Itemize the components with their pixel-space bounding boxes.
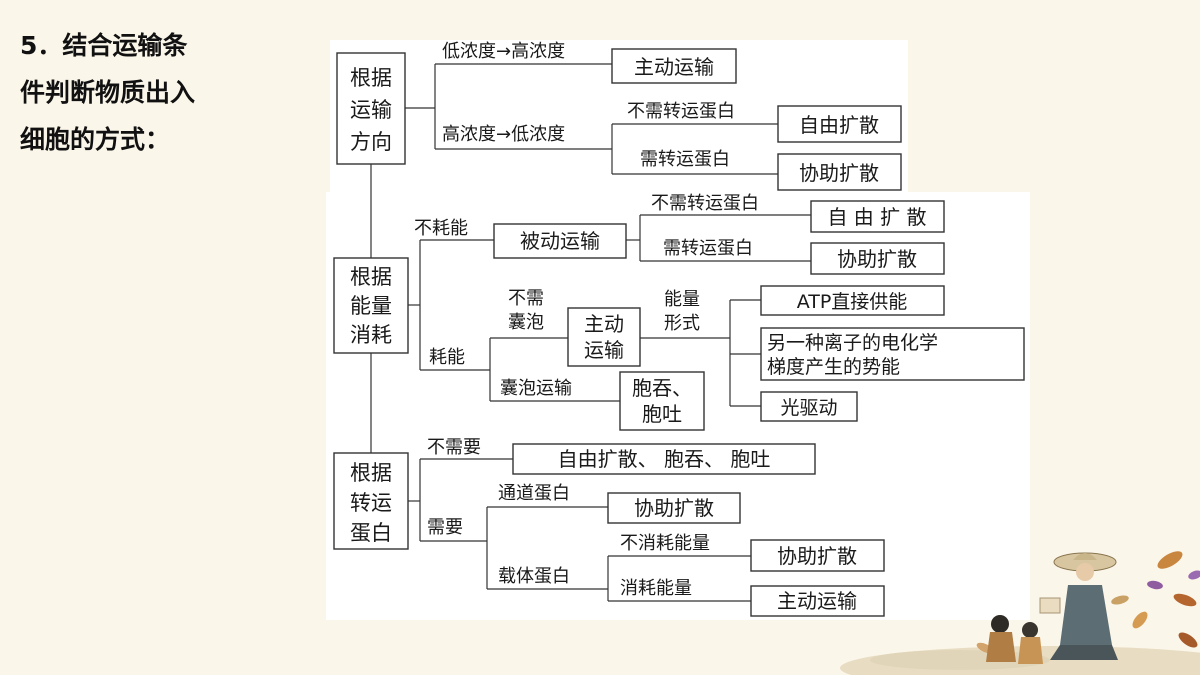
channel-result-box [607,492,741,524]
protein-root-line2: 转运 [350,491,392,515]
atp-box [760,285,945,316]
light-label: 光驱动 [780,397,837,419]
energy-form-line2: 形式 [664,313,700,334]
direction-root-box [336,52,406,165]
endo-exo-line2: 胞吐 [642,402,682,426]
carrier-energy-result-box [750,585,885,617]
children-figures-decoration [986,615,1043,664]
direction-active-box [611,48,737,84]
no-vesicle-line1: 不需 [508,288,544,309]
title-line-1: 5．结合运输条 [20,31,188,60]
protein-root-box [333,452,409,550]
sitting-figure-decoration [1039,552,1118,660]
protein-root-line3: 蛋白 [350,521,392,545]
no-energy-label: 不耗能 [414,218,468,239]
energy-facilitated-label: 协助扩散 [837,247,917,271]
carrier-no-energy-result-label: 协助扩散 [777,544,857,568]
energy-active-line1: 主动 [584,312,624,336]
energy-root-line3: 消耗 [350,323,392,347]
endo-exo-line1: 胞吞、 [632,376,692,400]
energy-root-box [333,257,409,354]
energy-form-line1: 能量 [664,289,700,310]
energy-root-line2: 能量 [350,294,392,318]
light-box [760,391,858,422]
title-line-2: 件判断物质出入 [20,78,196,107]
energy-facilitated-box [810,242,945,275]
uses-energy-label: 耗能 [429,347,465,368]
channel-label: 通道蛋白 [498,483,570,504]
protein-root-line1: 根据 [350,461,392,485]
direction-no-protein-label: 不需转运蛋白 [627,101,735,122]
no-protein-result-box [512,443,816,475]
carrier-energy-label: 消耗能量 [620,578,692,599]
slide-title: 5．结合运输条 件判断物质出入 细胞的方式： [20,22,250,163]
carrier-no-energy-label: 不消耗能量 [620,533,710,554]
passive-transport-label: 被动运输 [520,229,600,253]
energy-free-diffusion-box [810,200,945,233]
ion-gradient-line2: 梯度产生的势能 [767,356,900,378]
endo-exo-box [619,371,705,431]
energy-free-diffusion-label: 自 由 扩 散 [827,205,926,229]
direction-facilitated-label: 协助扩散 [799,161,879,185]
passive-transport-box [493,223,627,259]
needed-label: 需要 [427,517,463,538]
direction-root-line3: 方向 [350,130,392,154]
direction-root-line1: 根据 [350,66,392,90]
energy-active-line2: 运输 [584,338,624,362]
vesicle-label: 囊泡运输 [500,378,572,399]
low-to-high-label: 低浓度→高浓度 [442,41,565,62]
direction-facilitated-box [777,153,902,191]
energy-need-protein-label: 需转运蛋白 [663,238,753,259]
carrier-no-energy-result-box [750,539,885,572]
energy-root-line1: 根据 [350,265,392,289]
energy-active-box [567,307,641,367]
energy-no-protein-label: 不需转运蛋白 [651,193,759,214]
ion-gradient-line1: 另一种离子的电化学 [767,332,938,354]
ion-gradient-box [760,327,1025,381]
channel-result-label: 协助扩散 [634,496,714,520]
title-line-3: 细胞的方式： [20,125,171,154]
not-needed-label: 不需要 [427,437,481,458]
direction-active-label: 主动运输 [634,55,714,79]
direction-free-diffusion-label: 自由扩散 [799,113,879,137]
direction-free-diffusion-box [777,105,902,143]
direction-root-line2: 运输 [350,98,392,122]
carrier-label: 载体蛋白 [498,566,570,587]
direction-need-protein-label: 需转运蛋白 [640,149,730,170]
atp-label: ATP直接供能 [797,291,908,313]
no-protein-result-label: 自由扩散、 胞吞、 胞吐 [558,447,771,471]
no-vesicle-line2: 囊泡 [508,312,544,333]
high-to-low-label: 高浓度→低浓度 [442,124,565,145]
carrier-energy-result-label: 主动运输 [777,589,857,613]
